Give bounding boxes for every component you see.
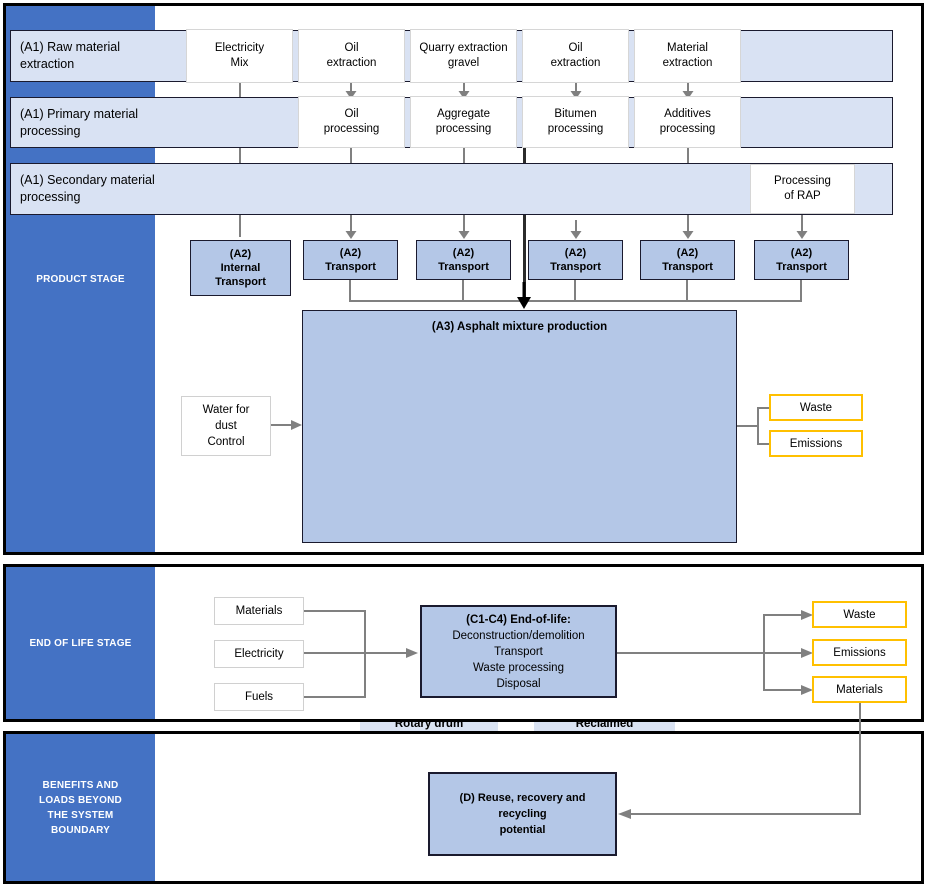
raw-box-quarry-extraction-gravel[interactable]: Quarry extraction gravel <box>410 29 517 83</box>
end-of-life-label: END OF LIFE STAGE <box>29 637 132 649</box>
bus-drop-transport-3 <box>574 280 576 302</box>
arrow-eol-inputs-to-main <box>304 648 418 658</box>
eol-input-fuels[interactable]: Fuels <box>214 683 304 711</box>
a2-internal-transport[interactable]: (A2) Internal Transport <box>190 240 291 296</box>
arrow-to-transport-2 <box>345 220 357 239</box>
primary-box-aggregate-processing[interactable]: Aggregate processing <box>410 96 517 148</box>
arrow-oil-extraction-to-oil-processing <box>345 82 357 99</box>
primary-box-additives-processing[interactable]: Additives processing <box>634 96 741 148</box>
a2-transport-5[interactable]: (A2) Transport <box>754 240 849 280</box>
eol-main-line-4: Disposal <box>496 677 541 690</box>
eol-main-line-3: Waste processing <box>473 661 564 674</box>
eol-bus-fuels <box>304 696 366 698</box>
raw-box-material-extraction[interactable]: Material extraction <box>634 29 741 83</box>
eol-input-electricity[interactable]: Electricity <box>214 640 304 668</box>
raw-box-oil-extraction[interactable]: Oil extraction <box>298 29 405 83</box>
bus-drop-transport-2 <box>462 280 464 302</box>
arrow-to-transport-3 <box>458 220 470 239</box>
primary-box-bitumen-processing[interactable]: Bitumen processing <box>522 96 629 148</box>
arrow-eol-to-emissions <box>763 648 813 658</box>
bus-drop-transport-1 <box>349 280 351 302</box>
benefits-and-loads-section <box>3 731 924 884</box>
eol-output-emissions[interactable]: Emissions <box>812 639 907 666</box>
arrow-eol-to-materials <box>763 685 813 695</box>
a3-output-riser <box>757 407 759 445</box>
eol-output-trunk <box>617 652 765 654</box>
arrow-to-transport-6 <box>796 220 808 239</box>
d-reuse-recovery-recycling-box[interactable]: (D) Reuse, recovery and recycling potent… <box>428 772 617 856</box>
output-emissions-product-stage[interactable]: Emissions <box>769 430 863 457</box>
bus-drop-transport-5 <box>800 280 802 302</box>
a2-transport-2[interactable]: (A2) Transport <box>416 240 511 280</box>
a2-transport-3[interactable]: (A2) Transport <box>528 240 623 280</box>
a1-raw-material-extraction-label: (A1) Raw material extraction <box>20 40 121 71</box>
connector-electricity-down <box>239 82 241 237</box>
end-of-life-label-column: END OF LIFE STAGE <box>6 567 155 719</box>
eol-main-heading: (C1-C4) End-of-life: <box>466 613 571 626</box>
eol-input-materials[interactable]: Materials <box>214 597 304 625</box>
a3-title: (A3) Asphalt mixture production <box>431 321 608 333</box>
bus-drop-transport-4 <box>686 280 688 302</box>
arrow-eol-to-waste <box>763 610 813 620</box>
product-stage-label: PRODUCT STAGE <box>36 273 125 285</box>
a2-transport-4[interactable]: (A2) Transport <box>640 240 735 280</box>
connector-bitumen-down <box>523 147 526 297</box>
raw-box-electricity-mix[interactable]: Electricity Mix <box>186 29 293 83</box>
bus-horizontal-to-a3 <box>349 300 802 302</box>
a3-output-trunk <box>737 425 759 427</box>
arrow-material-extraction-to-additives <box>682 82 694 99</box>
output-waste-product-stage[interactable]: Waste <box>769 394 863 421</box>
arrow-to-transport-5 <box>682 220 694 239</box>
eol-main-line-2: Transport <box>494 645 543 658</box>
arrow-into-d-box <box>618 809 861 819</box>
secondary-box-processing-of-rap[interactable]: Processing of RAP <box>750 164 855 214</box>
benefits-label: BENEFITS AND LOADS BEYOND THE SYSTEM BOU… <box>39 779 122 836</box>
arrow-quarry-to-aggregate <box>458 82 470 99</box>
arrow-main-into-a3 <box>517 282 531 309</box>
eol-output-materials[interactable]: Materials <box>812 676 907 703</box>
raw-box-oil-extraction-2[interactable]: Oil extraction <box>522 29 629 83</box>
a2-transport-1[interactable]: (A2) Transport <box>303 240 398 280</box>
eol-bus-materials <box>304 610 366 612</box>
benefits-label-column: BENEFITS AND LOADS BEYOND THE SYSTEM BOU… <box>6 734 155 881</box>
a3-asphalt-mixture-production: (A3) Asphalt mixture production Filler s… <box>302 310 737 845</box>
eol-main-box[interactable]: (C1-C4) End-of-life: Deconstruction/demo… <box>420 605 617 698</box>
primary-box-oil-processing[interactable]: Oil processing <box>298 96 405 148</box>
a1-secondary-material-processing-label: (A1) Secondary material processing <box>20 173 155 204</box>
a1-secondary-material-processing-bar: (A1) Secondary material processing <box>10 163 893 215</box>
a1-primary-material-processing-label: (A1) Primary material processing <box>20 106 139 138</box>
input-water-for-dust-control[interactable]: Water for dust Control <box>181 396 271 456</box>
arrow-to-transport-4 <box>570 220 582 239</box>
arrow-oil-extraction2-to-bitumen <box>570 82 582 99</box>
product-stage-label-column: PRODUCT STAGE <box>6 6 155 552</box>
connector-materials-to-d-vertical <box>859 703 861 814</box>
arrow-water-into-a3 <box>271 420 302 430</box>
eol-output-waste[interactable]: Waste <box>812 601 907 628</box>
eol-main-line-1: Deconstruction/demolition <box>452 629 585 642</box>
